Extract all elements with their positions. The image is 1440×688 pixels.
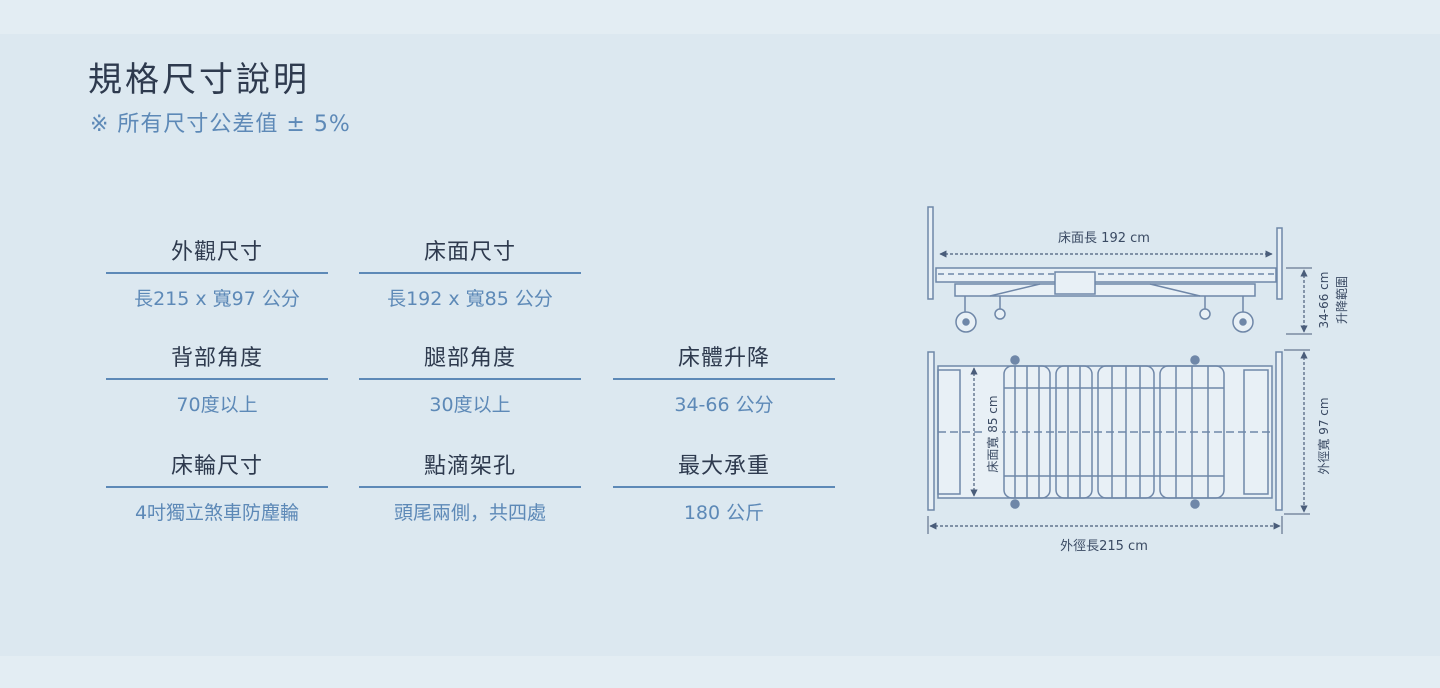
spec-label: 最大承重 [677, 454, 770, 479]
spec-value: 30度以上 [429, 394, 511, 416]
spec-outer-size: 外觀尺寸 長215 x 寬97 公分 [106, 236, 328, 314]
content-panel [0, 34, 1440, 656]
spec-divider [106, 486, 328, 488]
spec-divider [359, 378, 581, 380]
spec-divider [106, 378, 328, 380]
spec-max-load: 最大承重 180 公斤 [613, 450, 835, 528]
spec-leg-angle: 腿部角度 30度以上 [359, 342, 581, 420]
spec-caster-size: 床輪尺寸 4吋獨立煞車防塵輪 [106, 450, 328, 528]
outer-length-label: 外徑長215 cm [1060, 539, 1148, 554]
outer-width-label: 外徑寬 97 cm [1316, 397, 1331, 474]
spec-label: 床體升降 [677, 346, 770, 371]
spec-back-angle: 背部角度 70度以上 [106, 342, 328, 420]
spec-value: 34-66 公分 [674, 394, 774, 416]
spec-value: 180 公斤 [683, 502, 765, 524]
spec-divider [613, 486, 835, 488]
spec-label: 點滴架孔 [423, 454, 516, 479]
spec-height-adjust: 床體升降 34-66 公分 [613, 342, 835, 420]
spec-value: 頭尾兩側，共四處 [393, 502, 546, 524]
page-title: 規格尺寸說明 [88, 60, 310, 100]
spec-label: 外觀尺寸 [170, 240, 263, 265]
surface-length-label: 床面長 192 cm [1058, 231, 1150, 246]
spec-value: 長215 x 寬97 公分 [134, 288, 300, 310]
spec-value: 4吋獨立煞車防塵輪 [134, 502, 300, 524]
spec-surface-size: 床面尺寸 長192 x 寬85 公分 [359, 236, 581, 314]
bed-dimension-diagram: 床面長 192 cm 34-66 cm 升降範圍 [927, 206, 1349, 554]
spec-divider [359, 272, 581, 274]
spec-divider [359, 486, 581, 488]
bed-top-view [927, 351, 1283, 511]
height-range-caption: 升降範圍 [1334, 276, 1349, 324]
height-range-label: 34-66 cm [1317, 272, 1331, 329]
spec-divider [613, 378, 835, 380]
tolerance-note: ※ 所有尺寸公差值 ± 5% [90, 112, 351, 137]
spec-value: 長192 x 寬85 公分 [387, 288, 553, 310]
spec-iv-pole-holes: 點滴架孔 頭尾兩側，共四處 [359, 450, 581, 528]
spec-value: 70度以上 [176, 394, 258, 416]
surface-width-label: 床面寬 85 cm [985, 395, 1000, 472]
bed-side-view [927, 206, 1283, 312]
spec-label: 腿部角度 [423, 346, 516, 371]
spec-label: 床輪尺寸 [170, 454, 263, 479]
spec-label: 床面尺寸 [423, 240, 516, 265]
spec-label: 背部角度 [170, 346, 263, 371]
caster-wheel-icon [955, 308, 1254, 333]
spec-divider [106, 272, 328, 274]
